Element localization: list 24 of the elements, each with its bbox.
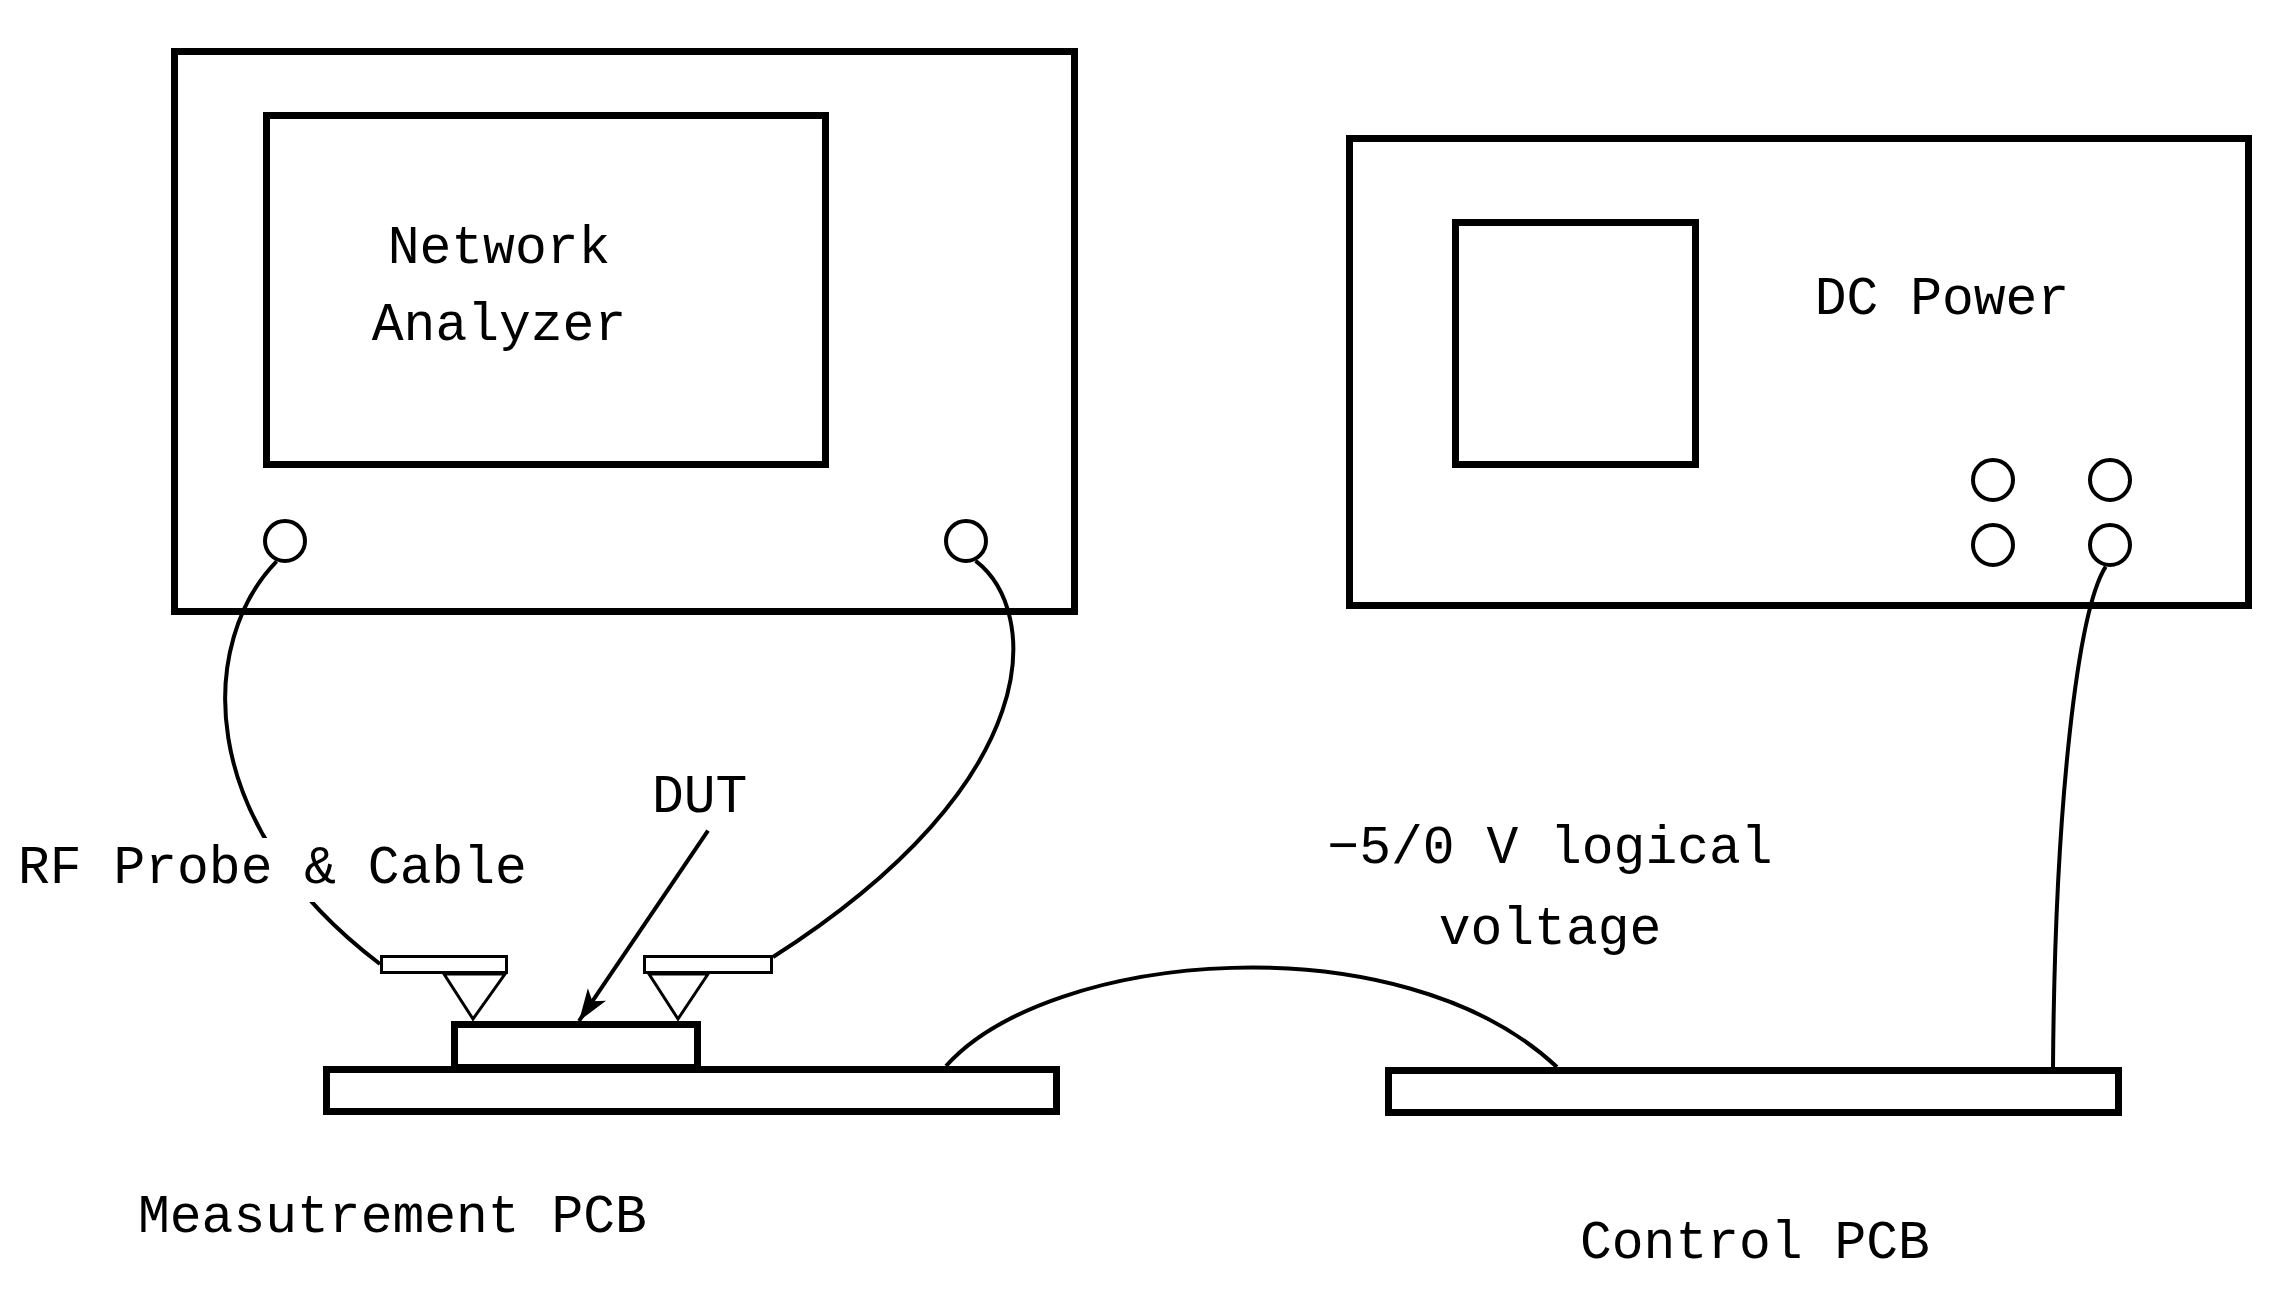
display-screen — [263, 112, 829, 468]
cable — [771, 559, 1016, 959]
port-icon — [944, 519, 988, 563]
board-label: Control PCB — [1580, 1213, 1930, 1276]
instrument-name: Network Analyzer — [370, 218, 628, 358]
probe-icon — [643, 955, 773, 1021]
probe-icon — [380, 955, 508, 1021]
instrument-name: DC Power — [1813, 269, 2071, 332]
circuit-board — [323, 1066, 1060, 1115]
terminal-icon — [1971, 458, 2015, 502]
instrument-case — [1346, 135, 2252, 609]
cable — [2051, 565, 2108, 1068]
cable — [944, 965, 1559, 1069]
terminal-icon — [1971, 523, 2015, 567]
instrument-case — [171, 48, 1078, 615]
board-label: Measutrement PCB — [138, 1187, 647, 1250]
leader-arrow — [577, 829, 710, 1023]
circuit-board — [1385, 1067, 2122, 1116]
display-screen — [1452, 219, 1699, 468]
signal-label: −5/0 V logical voltage — [1326, 818, 1774, 963]
terminal-icon — [2088, 523, 2132, 567]
port-icon — [263, 519, 307, 563]
terminal-icon — [2088, 458, 2132, 502]
callout-label: DUT — [652, 767, 748, 831]
